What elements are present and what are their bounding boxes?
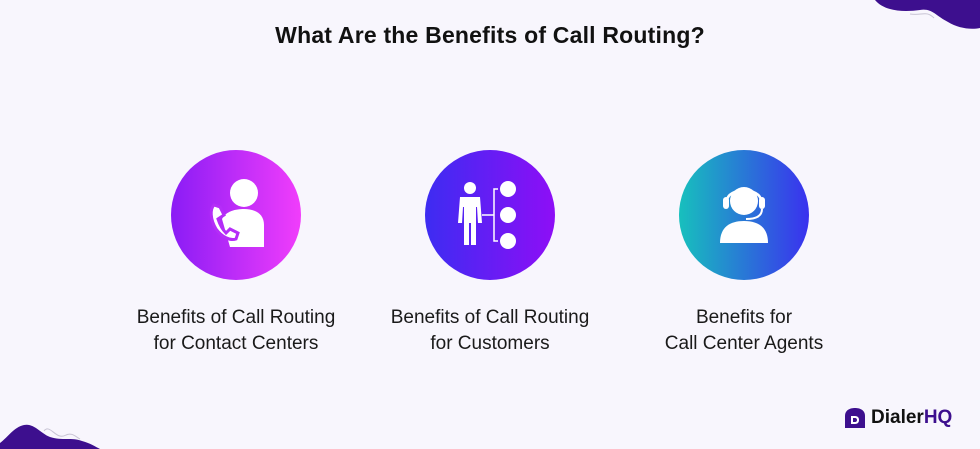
card-label: Benefits of Call Routing for Contact Cen… [136, 307, 336, 354]
card-customers: Benefits of Call Routing for Customers [360, 150, 620, 357]
logo-text: DialerHQ [871, 407, 953, 428]
dialerhq-logo: DialerHQ [843, 406, 952, 430]
page-title: What Are the Benefits of Call Routing? [275, 22, 705, 48]
card-contact-centers: Benefits of Call Routing for Contact Cen… [106, 150, 366, 357]
agent-phone-icon [209, 179, 264, 247]
card-icon-circle [425, 150, 555, 280]
decorative-wave-bottom-left [0, 424, 100, 449]
card-label: Benefits for Call Center Agents [664, 307, 824, 354]
headset-agent-icon [720, 187, 768, 243]
person-routing-icon [458, 181, 516, 249]
card-icon-circle [679, 150, 809, 280]
logo-d-icon [845, 408, 865, 428]
card-agents: Benefits for Call Center Agents [614, 150, 874, 357]
card-icon-circle [171, 150, 301, 280]
card-label: Benefits of Call Routing for Customers [390, 307, 590, 354]
decorative-wave-top-right [875, 0, 980, 29]
